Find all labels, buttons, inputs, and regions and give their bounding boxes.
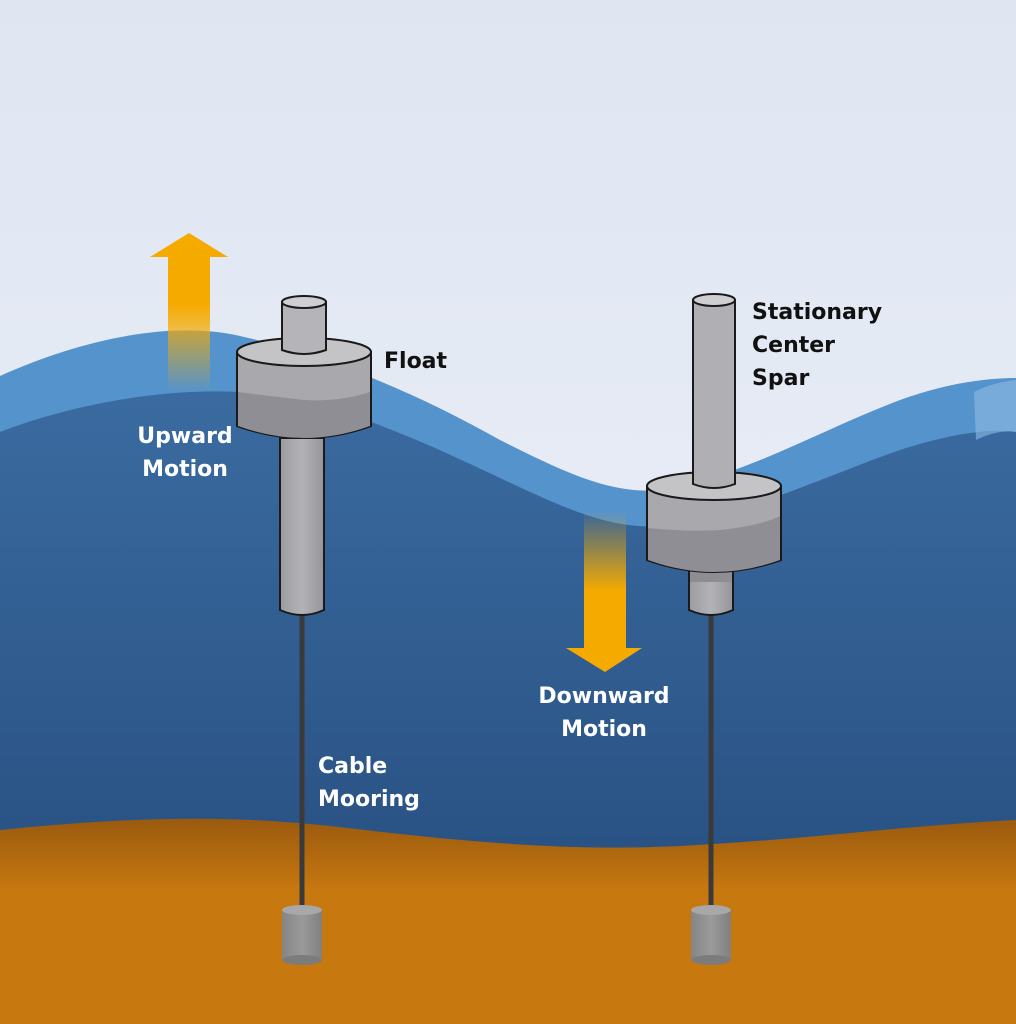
downward-motion-arrow (566, 510, 642, 672)
downward-motion-label: Downward Motion (533, 680, 675, 746)
spar-label: Stationary Center Spar (752, 296, 882, 395)
spar-label-line-1: Stationary (752, 300, 883, 325)
right-buoy (646, 293, 782, 616)
float-label-text: Float (384, 349, 448, 374)
wave-edge-highlight (974, 380, 1016, 440)
left-buoy (236, 295, 372, 616)
upward-label-line-2: Motion (142, 457, 228, 482)
seabed (0, 818, 1016, 1024)
right-anchor (691, 905, 731, 965)
left-anchor (282, 905, 322, 965)
cable-mooring-label: Cable Mooring (318, 750, 420, 816)
downward-label-line-2: Motion (561, 717, 647, 742)
upward-motion-label: Upward Motion (130, 420, 240, 486)
spar-label-line-2: Center (752, 333, 836, 358)
upward-label-line-1: Upward (137, 424, 233, 449)
float-label: Float (384, 345, 447, 378)
mooring-label-line-2: Mooring (318, 787, 420, 812)
downward-label-line-1: Downward (538, 684, 670, 709)
mooring-label-line-1: Cable (318, 754, 388, 779)
spar-label-line-3: Spar (752, 366, 810, 391)
upward-motion-arrow (150, 233, 228, 392)
